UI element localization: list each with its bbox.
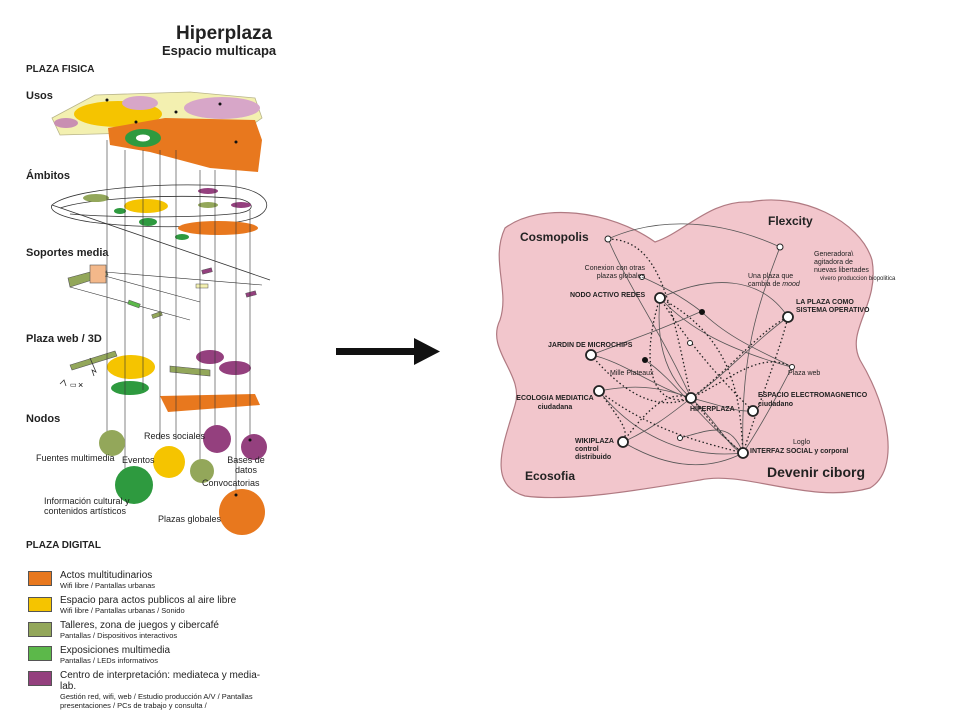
legend-desc: Wifi libre / Pantallas urbanas <box>60 581 156 590</box>
vertical-connectors <box>106 140 251 495</box>
label-mille-plateaux: Mille Plateaux <box>610 370 654 377</box>
corner-flexcity: Flexcity <box>768 214 813 228</box>
legend-title: Actos multitudinarios <box>60 570 153 581</box>
label-plaza-web: Plaza web <box>788 370 821 377</box>
legend-desc: Gestión red, wifi, web / Estudio producc… <box>60 692 253 710</box>
node-informacion-cultural: Información cultural y contenidos artíst… <box>44 496 130 516</box>
legend-swatch-orange <box>28 571 52 586</box>
nodos-label: Nodos <box>26 413 61 425</box>
node-plazas-globales: Plazas globales <box>158 514 222 524</box>
label-hiperplaza: HIPERPLAZA <box>690 406 735 413</box>
label-ecologia-mediatica: ECOLOGIA MEDIATICA ciudadana <box>516 395 594 411</box>
usos-layer <box>51 91 263 172</box>
page-subtitle: Espacio multicapa <box>162 43 277 58</box>
soportes-label: Soportes media <box>26 247 109 259</box>
plaza-digital-heading: PLAZA DIGITAL <box>26 540 101 551</box>
legend-title: Centro de interpretación: mediateca y me… <box>60 670 261 692</box>
legend-swatch-purple <box>28 671 52 686</box>
network-blob <box>496 199 889 499</box>
legend-swatch-olive <box>28 622 52 637</box>
label-wikiplaza: WIKIPLAZA control distribuido <box>575 438 614 461</box>
label-mood: Una plaza que cambia de mood <box>748 273 800 289</box>
legend-title: Exposiciones multimedia <box>60 645 171 656</box>
label-nodo-activo: NODO ACTIVO REDES <box>570 292 646 299</box>
node-eventos: Eventos <box>122 455 155 465</box>
legend-desc: Wifi libre / Pantallas urbanas / Sonido <box>60 606 185 615</box>
corner-cosmopolis: Cosmopolis <box>520 230 589 244</box>
node-fuentes-multimedia: Fuentes multimedia <box>36 453 115 463</box>
ambitos-layer <box>51 184 271 281</box>
page-title: Hiperplaza <box>176 23 273 44</box>
legend-swatch-green <box>28 646 52 661</box>
layer-stack-diagram: ▭ × <box>51 91 271 535</box>
network-dotted-links <box>590 238 793 454</box>
label-generadora: Generadora\ agitadora de nuevas libertad… <box>814 251 869 274</box>
legend-swatch-yellow <box>28 597 52 612</box>
svg-text:×: × <box>78 380 83 390</box>
plaza-fisica-heading: PLAZA FISICA <box>26 64 95 75</box>
corner-ecosofia: Ecosofia <box>525 469 576 483</box>
label-vivero: vivero produccion biopolitica <box>820 276 896 282</box>
label-jardin-microchips: JARDIN DE MICROCHIPS <box>548 342 633 349</box>
label-interfaz-social: INTERFAZ SOCIAL y corporal <box>750 448 849 455</box>
label-conexion: Conexion con otras plazas globales <box>584 265 645 280</box>
legend-title: Espacio para actos publicos al aire libr… <box>60 595 237 606</box>
network-nodes <box>585 235 795 459</box>
label-mood-word: mood <box>782 281 800 288</box>
nodes-layer <box>99 425 267 535</box>
label-espacio-electromagnetico: ESPACIO ELECTROMAGNETICO ciudadano <box>758 392 868 408</box>
node-redes-sociales: Redes sociales <box>144 431 206 441</box>
label-sistema-operativo: LA PLAZA COMO SISTEMA OPERATIVO <box>796 299 870 314</box>
node-convocatorias: Convocatorias <box>202 478 260 488</box>
node-bases-datos: Bases de datos <box>227 455 265 475</box>
legend-title: Talleres, zona de juegos y cibercafé <box>60 620 219 631</box>
legend-desc: Pantallas / Dispositivos interactivos <box>60 631 178 640</box>
corner-devenir-ciborg: Devenir ciborg <box>767 464 866 480</box>
soportes-layer <box>67 264 263 321</box>
svg-text:▭: ▭ <box>70 382 77 389</box>
label-mood-text: Una plaza que cambia de <box>748 273 794 288</box>
ambitos-label: Ámbitos <box>26 170 70 182</box>
label-loglo: Loglo <box>793 439 811 446</box>
transition-arrow <box>336 338 440 365</box>
usos-label: Usos <box>26 90 53 102</box>
network-links <box>590 223 793 466</box>
plaza-web-label: Plaza web / 3D <box>26 333 102 345</box>
legend-desc: Pantallas / LEDs informativos <box>60 656 158 665</box>
hiperplaza-network-diagram <box>496 199 889 499</box>
